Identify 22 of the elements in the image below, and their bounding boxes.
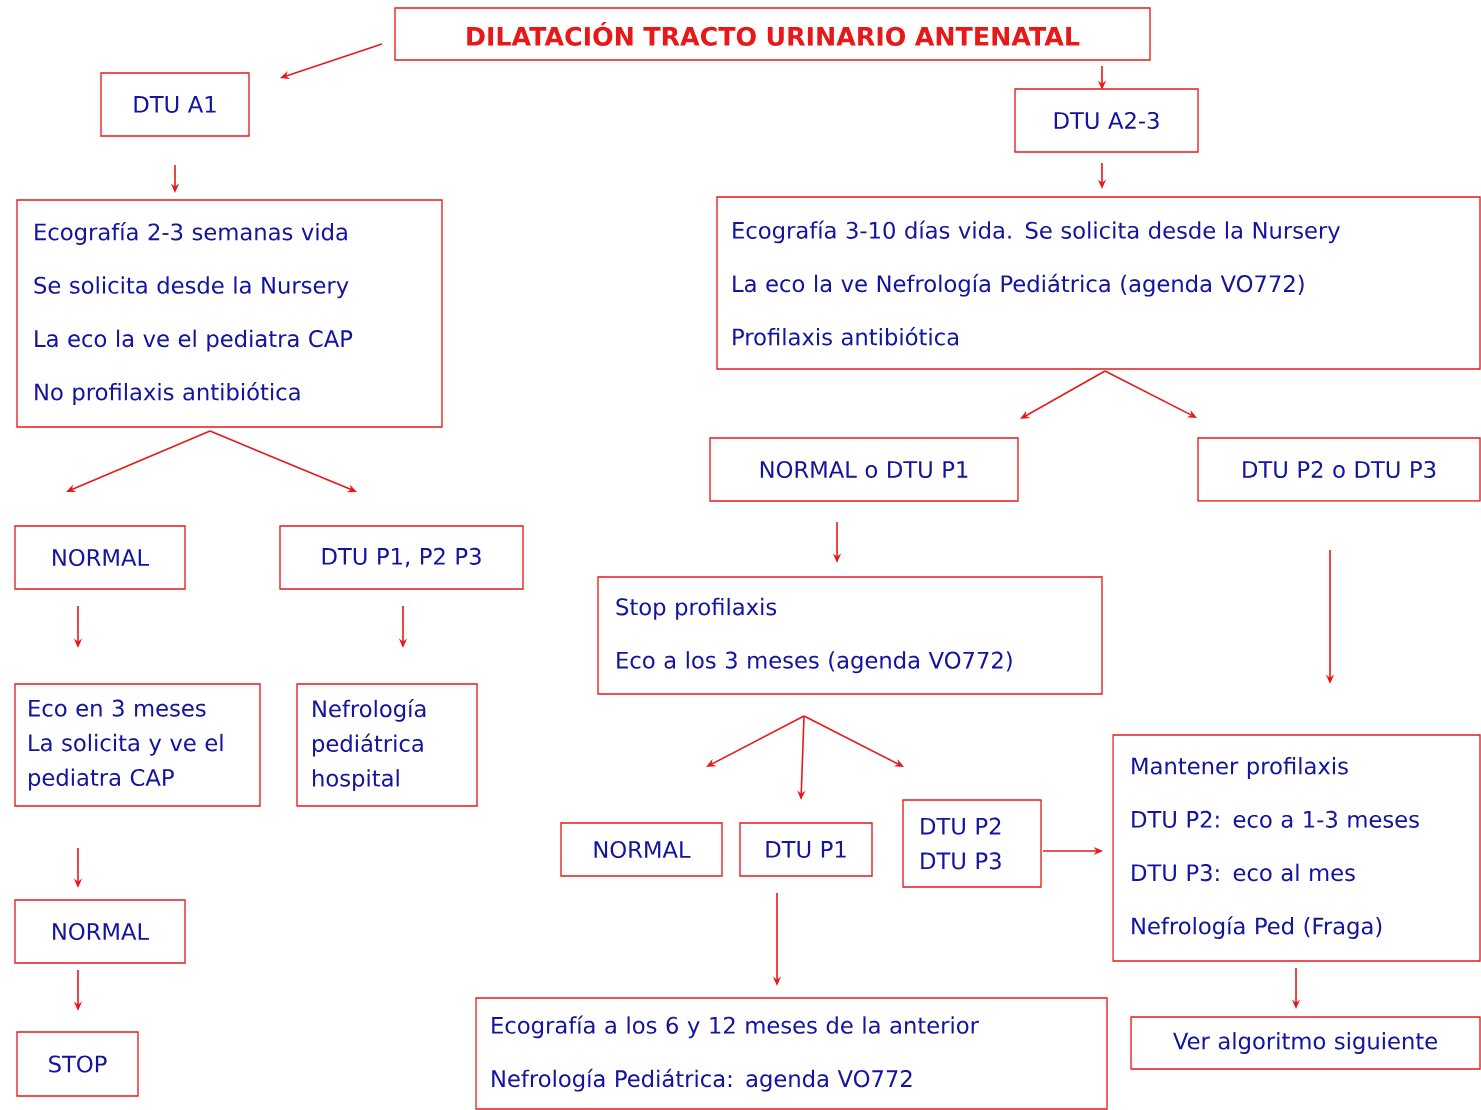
process-box: NORMAL — [560, 822, 723, 877]
arrow — [1104, 370, 1197, 418]
process-box: DTU P1 — [739, 822, 873, 877]
process-box: Nefrología pediátrica hospital — [296, 683, 478, 807]
process-box: Ecografía 2-3 semanas vida Se solicita desde la Nursery La eco la ve el pediatra CAP No profilaxis antibiótica — [16, 199, 443, 428]
process-box: DTU P1, P2 P3 — [279, 525, 524, 590]
process-box: Stop profilaxis Eco a los 3 meses (agenda VO772) — [597, 576, 1103, 695]
process-box: DTU A1 — [100, 72, 250, 137]
arrow — [1020, 370, 1106, 419]
process-box: Ver algoritmo siguiente — [1130, 1016, 1481, 1070]
process-box: DTU A2-3 — [1014, 88, 1199, 153]
process-box: DTU P2 DTU P3 — [902, 799, 1042, 888]
process-box: STOP — [16, 1031, 139, 1097]
process-box: Ecografía a los 6 y 12 meses de la anterior Nefrología Pediátrica: agenda VO772 — [475, 997, 1108, 1110]
process-box: NORMAL — [14, 525, 186, 590]
process-box: DTU P2 o DTU P3 — [1197, 437, 1481, 502]
process-box: Eco en 3 meses La solicita y ve el pediatra CAP — [14, 683, 261, 807]
title-box: DILATACIÓN TRACTO URINARIO ANTENATAL — [394, 7, 1151, 61]
process-box: NORMAL o DTU P1 — [709, 437, 1019, 502]
process-box: Ecografía 3-10 días vida. Se solicita desde la Nursery La eco la ve Nefrología Pediátrica (agenda VO772) Profilaxis antibiótica — [716, 196, 1481, 370]
process-box: NORMAL — [14, 899, 186, 964]
process-box: Mantener profilaxis DTU P2: eco a 1-3 meses DTU P3: eco al mes Nefrología Ped (Fraga) — [1112, 734, 1481, 962]
